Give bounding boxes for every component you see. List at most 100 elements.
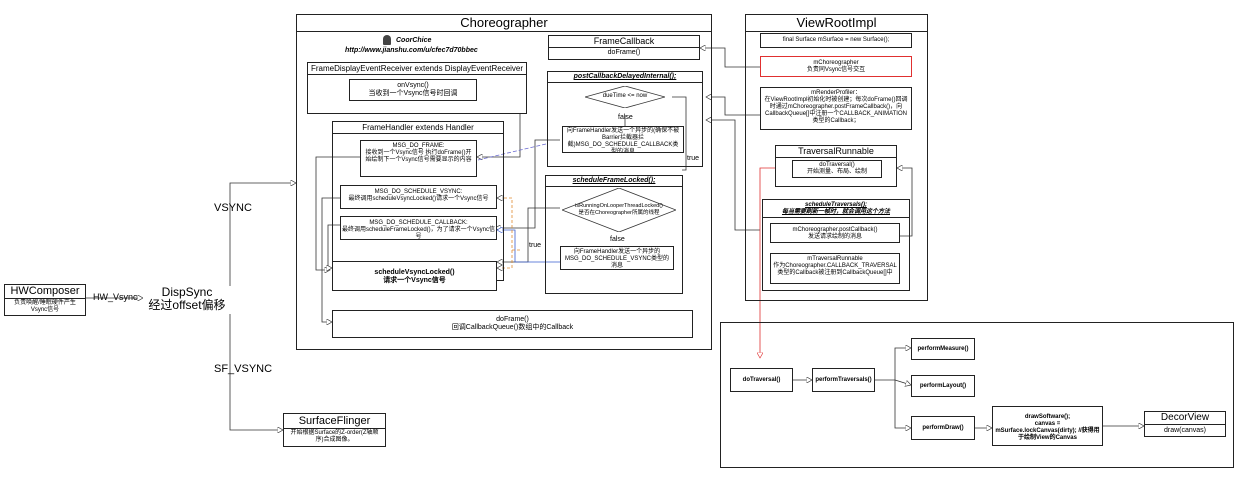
- sf-true-label: true: [529, 242, 542, 249]
- draw-software-desc: canvas = mSurface.lockCanvas(dirty); //获…: [995, 421, 1100, 441]
- runnable-do-traversal-method: doTraversal(): [819, 162, 855, 168]
- on-vsync-desc: 当收到一个Vsync信号时回调: [368, 90, 458, 97]
- author-icon: [383, 35, 391, 45]
- msg-do-frame-box: MSG_DO_FRAME: 接收到一个Vsync信号 执行doFrame()开始…: [360, 140, 477, 177]
- schedule-traversals-desc: 每当需要刷新一帧时，就会调用这个方法: [763, 209, 909, 218]
- post-false-label: false: [618, 114, 633, 121]
- frame-callback-method: doFrame(): [607, 49, 641, 56]
- draw-software-method: drawSoftware();: [1024, 414, 1071, 420]
- dispsync-box: DispSync 经过offset偏移: [143, 286, 231, 314]
- sf-vsync-arrow: [229, 312, 283, 430]
- dispsync-desc: 经过offset偏移: [148, 298, 226, 312]
- render-profiler-box: mRenderProfiler： 在ViewRootImpl初始化时被创建；每次…: [760, 87, 912, 130]
- runnable-do-traversal-desc: 开始测量、布局、绘制: [806, 169, 867, 175]
- choreographer-field-name: mChoreographer: [813, 60, 859, 66]
- schedule-traversals-box: scheduleTraversals(); 每当需要刷新一帧时，就会调用这个方法: [762, 199, 910, 291]
- do-frame-bottom-desc: 回调CallbackQueue()数组中的Callback: [451, 324, 574, 331]
- post-send-msg-text: 向FrameHandler发送一个异步的(确保不被Barrier拦截器拦截)MS…: [566, 128, 680, 153]
- msg-do-frame-label: MSG_DO_FRAME:: [392, 143, 445, 149]
- perform-layout-text: performLayout(): [919, 383, 967, 389]
- surfaceflinger-desc: 开始根据Surface的Z-order(Z轴顺序)合成图像。: [290, 430, 379, 443]
- is-running-label: isRunningOnLooperThreadLocked() 是否在Chore…: [575, 203, 663, 216]
- post-callback-field-method: mChoreographer.postCallback(): [792, 227, 878, 233]
- perform-measure-text: performMeasure(): [917, 346, 969, 352]
- do-frame-bottom-box: doFrame() 回调CallbackQueue()数组中的Callback: [332, 310, 693, 338]
- receiver-title: FrameDisplayEventReceiver extends Displa…: [308, 63, 526, 75]
- perform-layout-box: performLayout(): [911, 375, 975, 397]
- surfaceflinger-box: SurfaceFlinger 开始根据Surface的Z-order(Z轴顺序)…: [283, 413, 386, 447]
- viewrootimpl-title: ViewRootImpl: [746, 15, 927, 32]
- hwcomposer-box: HWComposer 负责唤醒/睡眠硬件产生Vsync信号: [4, 284, 86, 316]
- msg-do-schedule-vsync-desc: 最终调用scheduleVsyncLocked()请求一个Vsync信号: [348, 196, 489, 202]
- hwcomposer-desc: 负责唤醒/睡眠硬件产生Vsync信号: [14, 300, 76, 313]
- is-running-diamond: isRunningOnLooperThreadLocked() 是否在Chore…: [562, 188, 676, 232]
- due-time-diamond: dueTime <= now: [585, 86, 665, 108]
- schedule-frame-title: scheduleFrameLocked();: [546, 176, 682, 187]
- runnable-do-traversal-box: doTraversal() 开始测量、布局、绘制: [792, 160, 882, 178]
- post-send-msg-box: 向FrameHandler发送一个异步的(确保不被Barrier拦截器拦截)MS…: [562, 126, 684, 153]
- on-vsync-box: onVsync() 当收到一个Vsync信号时回调: [349, 79, 477, 101]
- m-traversal-runnable-desc: 作为Choreographer.CALLBACK_TRAVERSAL类型的Cal…: [773, 263, 897, 276]
- render-profiler-desc: 在ViewRootImpl初始化时被创建；每次doFrame()回调时通过mCh…: [764, 97, 908, 124]
- sf-send-msg-box: 向FrameHandler发送一个异步的MSG_DO_SCHEDULE_VSYN…: [560, 246, 674, 270]
- do-frame-bottom-method: doFrame(): [496, 316, 529, 323]
- schedule-vsync-locked-box: scheduleVsyncLocked() 请求一个Vsync信号: [332, 261, 497, 291]
- decorview-method: draw(canvas): [1163, 427, 1206, 434]
- choreographer-title: Choreographer: [297, 15, 711, 32]
- choreographer-field-box: mChoreographer 负责同Vsync信号交互: [760, 56, 912, 77]
- msg-do-schedule-vsync-box: MSG_DO_SCHEDULE_VSYNC: 最终调用scheduleVsync…: [340, 185, 497, 209]
- author-name: CoorChice: [396, 37, 432, 44]
- surface-field-text: final Surface mSurface = new Surface();: [782, 37, 890, 43]
- surfaceflinger-title: SurfaceFlinger: [284, 414, 385, 429]
- m-traversal-runnable-name: mTraversalRunnable: [807, 256, 863, 262]
- traversal-runnable-title: TraversalRunnable: [776, 146, 896, 158]
- decorview-title: DecorView: [1145, 412, 1225, 425]
- perform-draw-box: performDraw(): [911, 416, 975, 440]
- msg-do-schedule-callback-box: MSG_DO_SCHEDULE_CALLBACK: 最终调用scheduleFr…: [340, 216, 497, 240]
- schedule-traversals-name: scheduleTraversals();: [805, 202, 867, 208]
- post-true-label: true: [687, 155, 700, 162]
- perform-draw-text: performDraw(): [922, 425, 964, 431]
- viewrootimpl-container: ViewRootImpl: [745, 14, 928, 301]
- vsync-arrow: [229, 183, 296, 290]
- perform-measure-box: performMeasure(): [911, 338, 975, 360]
- post-callback-field-box: mChoreographer.postCallback() 发送请求绘制的消息: [770, 223, 900, 243]
- due-time-label: dueTime <= now: [602, 93, 648, 99]
- msg-do-schedule-vsync-label: MSG_DO_SCHEDULE_VSYNC:: [374, 189, 463, 195]
- schedule-vsync-locked-method: scheduleVsyncLocked(): [374, 269, 455, 276]
- msg-do-schedule-callback-label: MSG_DO_SCHEDULE_CALLBACK:: [369, 220, 468, 226]
- draw-software-box: drawSoftware(); canvas = mSurface.lockCa…: [992, 406, 1103, 446]
- sf-send-msg-text: 向FrameHandler发送一个异步的MSG_DO_SCHEDULE_VSYN…: [564, 249, 670, 269]
- perform-traversals-text: performTraversals(): [815, 377, 872, 383]
- frame-handler-title: FrameHandler extends Handler: [333, 122, 503, 134]
- frame-callback-title: FrameCallback: [549, 36, 699, 48]
- dispsync-title: DispSync: [161, 286, 213, 299]
- surface-field-box: final Surface mSurface = new Surface();: [760, 33, 912, 48]
- decorview-box: DecorView draw(canvas): [1144, 411, 1226, 437]
- post-callback-box: postCallbackDelayedInternal();: [547, 71, 703, 167]
- vsync-label: VSYNC: [214, 202, 252, 214]
- msg-do-schedule-callback-desc: 最终调用scheduleFrameLocked()，为了请求一个Vsync信号: [341, 227, 496, 240]
- author-url: http://www.jianshu.com/u/cfec7d70bbec: [345, 47, 478, 54]
- msg-do-frame-desc: 接收到一个Vsync信号 执行doFrame()开始绘制下一个Vsync信号需要…: [365, 150, 472, 163]
- choreographer-container: Choreographer: [296, 14, 712, 350]
- traversal-panel: [720, 322, 1234, 468]
- sf-vsync-label: SF_VSYNC: [214, 363, 273, 375]
- hwcomposer-title: HWComposer: [5, 285, 85, 299]
- choreographer-field-desc: 负责同Vsync信号交互: [806, 67, 866, 73]
- traversal-do-traversal-box: doTraversal(): [730, 368, 793, 392]
- traversal-do-traversal-text: doTraversal(): [742, 377, 781, 383]
- post-callback-title: postCallbackDelayedInternal();: [548, 72, 702, 83]
- frame-callback-box: FrameCallback doFrame(): [548, 35, 700, 60]
- post-callback-field-desc: 发送请求绘制的消息: [807, 234, 862, 240]
- schedule-vsync-locked-desc: 请求一个Vsync信号: [383, 277, 446, 284]
- render-profiler-name: mRenderProfiler：: [811, 90, 861, 96]
- on-vsync-method: onVsync(): [397, 82, 429, 89]
- m-traversal-runnable-box: mTraversalRunnable 作为Choreographer.CALLB…: [770, 253, 900, 284]
- perform-traversals-box: performTraversals(): [812, 368, 875, 392]
- sf-false-label: false: [610, 236, 625, 243]
- hw-vsync-label: HW_Vsync: [93, 292, 138, 302]
- schedule-frame-box: scheduleFrameLocked();: [545, 175, 683, 294]
